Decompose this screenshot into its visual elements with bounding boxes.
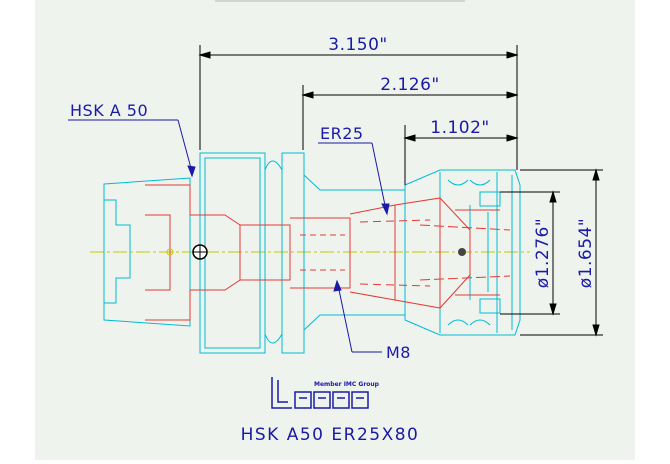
holder-outline [103,152,521,354]
bore-contour [145,184,511,321]
label-collet: ER25 [320,124,364,143]
label-interface: HSK A 50 [70,101,148,120]
brand-group-text: Member IMC Group [314,381,380,388]
center-mark-right [458,248,466,256]
dim-diameter-2: ø1.654" [576,218,596,288]
dim-length-3: 1.102" [430,118,490,138]
dim-overall-length: 3.150" [328,35,388,55]
drawing-title: HSK A50 ER25X80 [241,425,420,445]
label-thread: M8 [386,343,411,362]
leaders [68,119,390,353]
logo-mark [271,377,369,409]
dim-length-2: 2.126" [380,75,440,95]
dim-diameter-1: ø1.276" [533,218,553,288]
dimension-lines [198,45,603,337]
center-cross-left [193,245,207,259]
drawing-panel [35,0,635,460]
pilot-mark [166,248,174,256]
iscar-logo: Member IMC Group [271,377,380,409]
